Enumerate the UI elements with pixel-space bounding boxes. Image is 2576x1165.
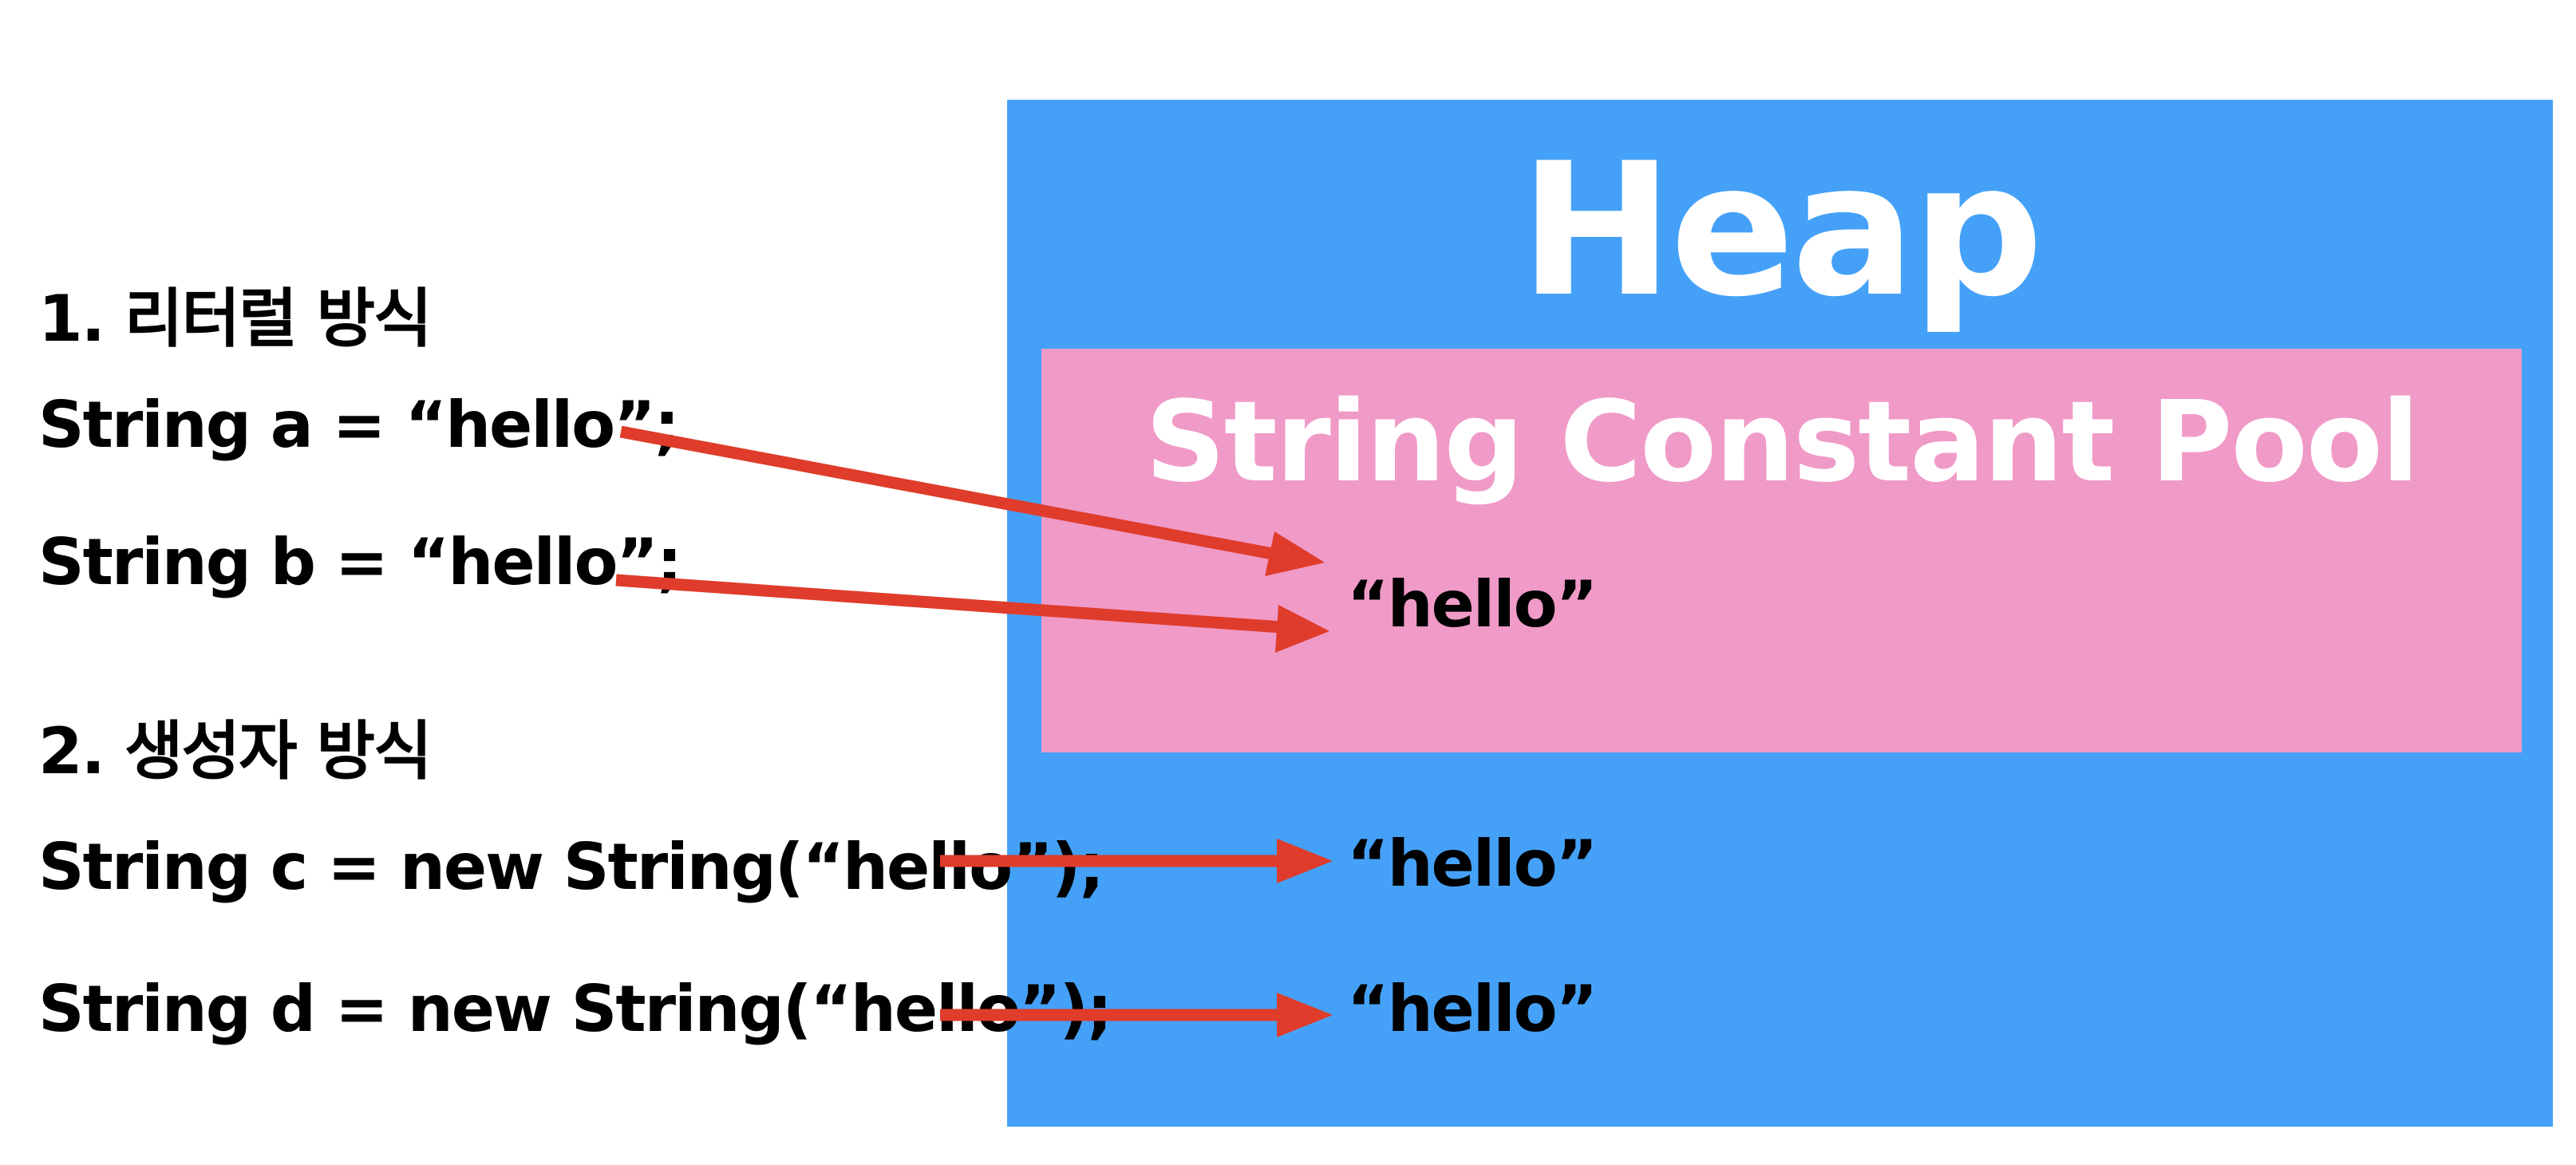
arrow-d-head bbox=[1277, 993, 1333, 1037]
code-line-c: String c = new String(“hello”); bbox=[38, 830, 1104, 904]
code-line-d: String d = new String(“hello”); bbox=[38, 972, 1112, 1046]
arrow-c-head bbox=[1277, 839, 1333, 883]
heap-title: Heap bbox=[1519, 124, 2043, 338]
arrow-a-to-pool bbox=[619, 425, 1278, 561]
heap-hello-value-d: “hello” bbox=[1347, 972, 1598, 1046]
arrow-b-to-pool bbox=[615, 574, 1282, 634]
code-line-a: String a = “hello”; bbox=[38, 388, 680, 462]
pool-hello-value: “hello” bbox=[1347, 567, 1598, 642]
constructor-heading: 2. 생성자 방식 bbox=[38, 714, 433, 788]
heap-hello-value-c: “hello” bbox=[1347, 827, 1598, 901]
literal-heading: 1. 리터럴 방식 bbox=[38, 282, 433, 356]
code-line-b: String b = “hello”; bbox=[38, 525, 682, 599]
arrow-a-head bbox=[1265, 531, 1325, 576]
string-constant-pool-title: String Constant Pool bbox=[1144, 377, 2420, 507]
arrow-b-head bbox=[1275, 605, 1329, 653]
